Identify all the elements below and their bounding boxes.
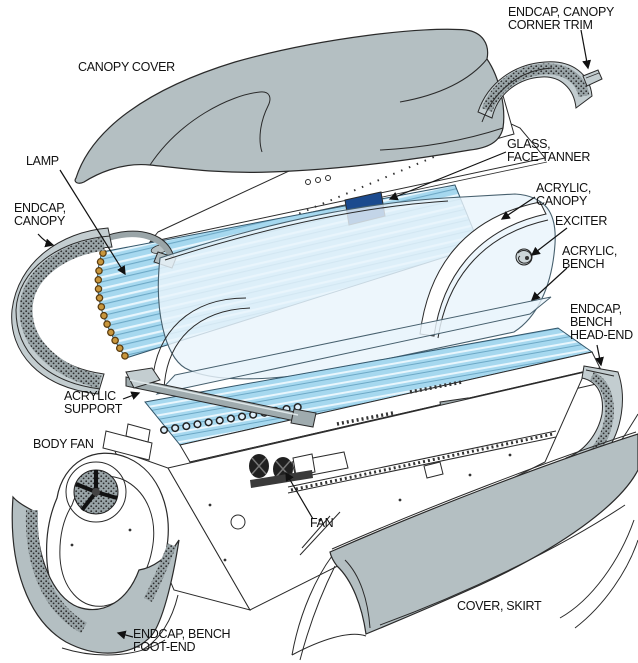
label-acrylic-canopy: ACRYLIC, CANOPY [536,181,592,208]
label-cover-skirt: COVER, SKIRT [457,599,542,613]
label-endcap-canopy-corner-trim: ENDCAP, CANOPY CORNER TRIM [508,5,615,32]
endcap-canopy-right-part [477,61,593,123]
label-fan: FAN [310,516,334,530]
label-acrylic-bench: ACRYLIC, BENCH [562,244,618,271]
label-endcap-bench-head-end: ENDCAP, BENCH HEAD-END [570,302,633,342]
label-glass-face-tanner: GLASS, FACE TANNER [507,137,591,164]
label-body-fan: BODY FAN [33,437,94,451]
canopy-cover-part [74,28,505,184]
label-canopy-cover: CANOPY COVER [78,60,175,74]
label-endcap-bench-foot-end: ENDCAP, BENCH FOOT-END [133,627,231,654]
endcap-canopy-corner-trim-part [582,69,603,87]
label-lamp: LAMP [26,154,59,168]
label-acrylic-support: ACRYLIC SUPPORT [64,389,123,416]
cover-skirt-part [329,431,638,635]
endcap-bench-foot-end-part [11,495,180,656]
leader-lines [37,29,604,640]
label-endcap-canopy: ENDCAP, CANOPY [14,201,66,228]
endcap-canopy-left-part [11,227,113,395]
exciter-part [515,248,533,266]
label-exciter: EXCITER [555,214,608,228]
